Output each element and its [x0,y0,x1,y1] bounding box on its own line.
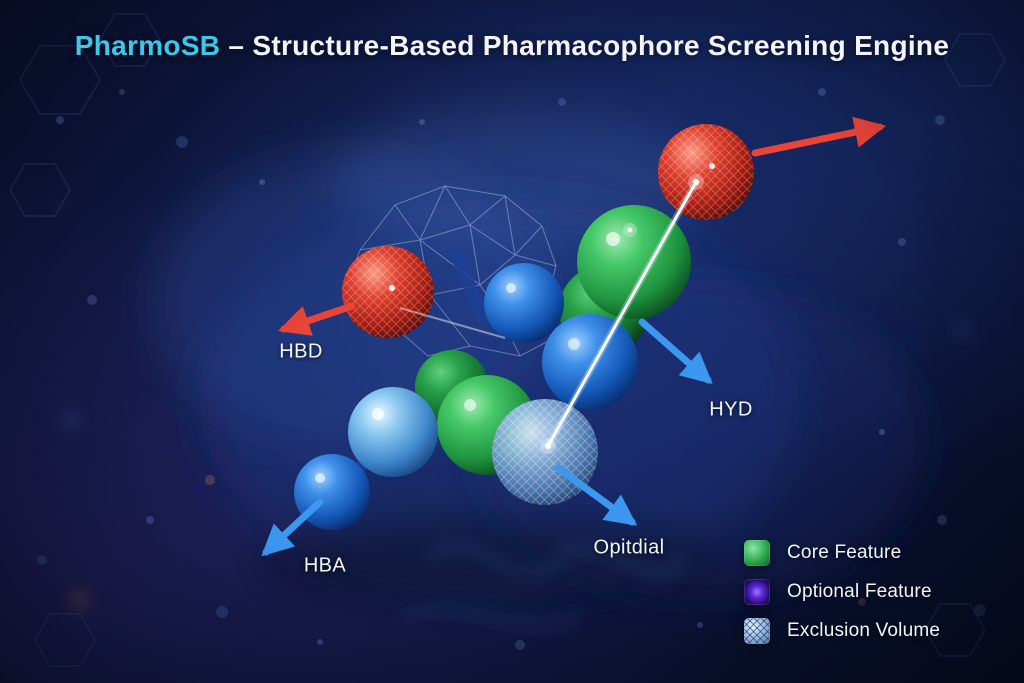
cluster-shadow [260,520,720,604]
exclusion-volume-label: Exclusion Volume [787,620,941,641]
optional-feature-label: Optional Feature [787,581,932,602]
hyd-label: HYD [709,398,753,421]
legend-item-core: Core Feature [744,540,940,566]
optional-arrow [554,464,638,526]
legend-item-exclusion: Exclusion Volume [744,618,940,644]
feature-sphere-blue-top [484,263,564,343]
exclusion-volume-swatch [744,618,770,644]
feature-sphere-blue-mid [542,314,638,410]
hbd-label: HBD [279,340,323,363]
hyd-arrow [638,318,713,385]
page-title: PharmoSB – Structure-Based Pharmacophore… [0,30,1024,62]
optional-feature-swatch [744,579,770,605]
hexagon-pattern [8,13,1007,667]
hbd-left-arrow [278,302,356,336]
hbd-top-arrow [751,116,887,157]
feature-arrows [261,116,887,557]
brand-name: PharmoSB [74,30,221,61]
connector-lines [399,174,704,454]
core-sphere-large [577,205,691,319]
feature-sphere-lightblue [348,387,438,477]
title-text: – Structure-Based Pharmacophore Screenin… [220,30,950,61]
optional-label: Opitdial [593,536,665,559]
hba-arrow [261,498,324,557]
legend: Core Feature Optional Feature Exclusion … [744,540,940,644]
hba-label: HBA [303,554,347,577]
core-feature-swatch [744,540,770,566]
core-feature-label: Core Feature [787,542,902,563]
legend-item-optional: Optional Feature [744,579,940,605]
bokeh-particles [37,88,986,650]
hbd-sphere-left [342,246,434,338]
hbd-sphere-top [658,124,754,220]
